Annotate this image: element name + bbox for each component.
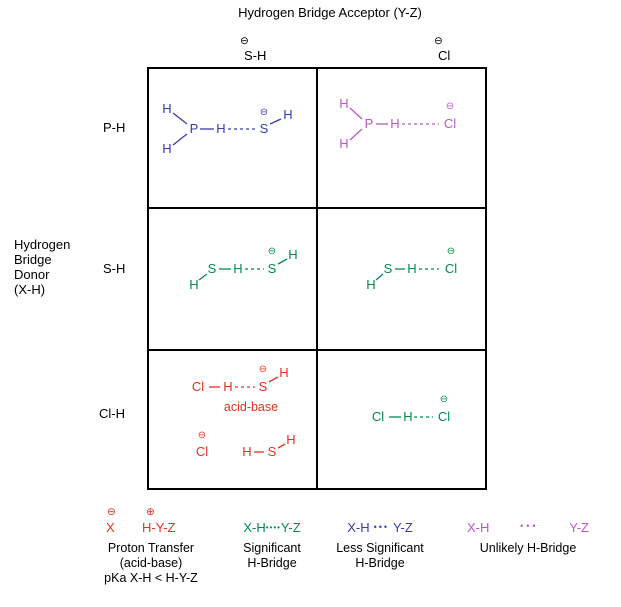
cell-ph-sh-structure: H H P H ⊖ S H xyxy=(162,101,292,156)
charge-minus-icon: ⊖ xyxy=(434,35,443,47)
legend-caption-line: Significant xyxy=(243,541,301,555)
atom-h: H xyxy=(223,379,232,394)
atom-s: S xyxy=(260,121,269,136)
atom-h: H xyxy=(339,136,348,151)
atom-cl: Cl xyxy=(196,444,208,459)
atom-s: S xyxy=(268,444,277,459)
grid-horizontal-divider xyxy=(147,207,487,209)
acceptor-axis-title: Hydrogen Bridge Acceptor (Y-Z) xyxy=(238,5,422,20)
legend-symbol-right: Y-Z xyxy=(280,520,301,535)
legend-caption-line: pKa X-H < H-Y-Z xyxy=(104,571,198,585)
charge-minus-icon: ⊖ xyxy=(240,35,249,47)
legend-significant-symbol: X-H••••Y-Z xyxy=(228,520,316,535)
atom-h: H xyxy=(162,101,171,116)
atom-s: S xyxy=(259,379,268,394)
atom-p: P xyxy=(190,121,199,136)
legend-less-significant-caption: Less Significant H-Bridge xyxy=(325,541,435,571)
charge-minus-icon: ⊖ xyxy=(198,430,206,441)
atom-s: S xyxy=(268,261,277,276)
legend-caption-line: H-Bridge xyxy=(355,556,405,570)
legend-symbol-right: Y-Z xyxy=(569,520,589,535)
atom-h: H xyxy=(390,116,399,131)
column-header-cl: Cl xyxy=(438,48,451,63)
column-header-sh: S-H xyxy=(244,48,267,63)
donor-axis-line: Donor xyxy=(14,267,50,282)
row-label-ph: P-H xyxy=(103,120,126,135)
atom-cl: Cl xyxy=(438,409,450,424)
atom-h: H xyxy=(279,365,288,380)
charge-minus-icon: ⊖ xyxy=(259,364,267,375)
donor-axis-line: (X-H) xyxy=(14,282,46,297)
atom-h: H xyxy=(216,121,225,136)
legend-proton-caption: Proton Transfer (acid-base) pKa X-H < H-… xyxy=(92,541,210,586)
legend-caption-line: (acid-base) xyxy=(119,556,183,570)
acid-base-caption: acid-base xyxy=(224,400,278,414)
grid-horizontal-divider xyxy=(147,349,487,351)
atom-s: S xyxy=(208,261,217,276)
h-bridge-dots-icon: •••• xyxy=(265,523,281,532)
legend-caption-line: Less Significant xyxy=(336,541,424,555)
atom-h: H xyxy=(366,277,375,292)
legend-unlikely-symbol: X-H ••• Y-Z xyxy=(467,520,589,535)
legend-symbol-left: X-H xyxy=(467,520,490,535)
legend-caption-line: Proton Transfer xyxy=(107,541,195,555)
legend-proton-x: X xyxy=(106,520,115,535)
h-bridge-dots-icon: ••• xyxy=(520,520,539,531)
atom-h: H xyxy=(283,107,292,122)
legend-significant-caption: Significant H-Bridge xyxy=(228,541,316,571)
atom-h: H xyxy=(162,141,171,156)
donor-axis-line: Bridge xyxy=(14,252,52,267)
grid-vertical-divider xyxy=(316,67,318,490)
atom-h: H xyxy=(288,247,297,262)
legend-unlikely-caption: Unlikely H-Bridge xyxy=(460,541,596,556)
legend-caption-line: H-Bridge xyxy=(247,556,297,570)
charge-minus-icon: ⊖ xyxy=(260,107,268,118)
atom-h: H xyxy=(233,261,242,276)
row-label-clh: Cl-H xyxy=(99,406,125,421)
atom-h: H xyxy=(189,277,198,292)
charge-minus-icon: ⊖ xyxy=(268,246,276,257)
charge-minus-icon: ⊖ xyxy=(447,246,455,257)
row-label-sh: S-H xyxy=(103,261,126,276)
atom-h: H xyxy=(403,409,412,424)
legend-less-significant-symbol: X-H•••Y-Z xyxy=(330,520,430,535)
atom-p: P xyxy=(365,116,374,131)
atom-cl: Cl xyxy=(372,409,384,424)
atom-cl: Cl xyxy=(445,261,457,276)
cell-ph-cl-structure: H H P H ⊖ Cl xyxy=(339,96,456,151)
cell-clh-sh-structure: Cl H ⊖ S H acid-base ⊖ Cl H S H xyxy=(192,364,296,459)
cell-sh-sh-structure: H S H ⊖ S H xyxy=(189,246,297,292)
atom-s: S xyxy=(384,261,393,276)
legend-proton-hyz: H-Y-Z xyxy=(142,520,176,535)
legend-symbol-left: X-H xyxy=(243,520,266,535)
atom-h: H xyxy=(407,261,416,276)
donor-axis-title: Hydrogen Bridge Donor (X-H) xyxy=(14,237,70,297)
atom-cl: Cl xyxy=(444,116,456,131)
charge-minus-icon: ⊖ xyxy=(107,506,116,518)
atom-h: H xyxy=(339,96,348,111)
h-bridge-dots-icon: ••• xyxy=(373,522,390,532)
cell-clh-cl-structure: Cl H ⊖ Cl xyxy=(372,394,450,424)
charge-plus-icon: ⊕ xyxy=(146,506,155,518)
legend-symbol-right: Y-Z xyxy=(393,520,413,535)
cell-sh-cl-structure: H S H ⊖ Cl xyxy=(366,246,457,292)
donor-axis-line: Hydrogen xyxy=(14,237,71,252)
charge-minus-icon: ⊖ xyxy=(440,394,448,405)
charge-minus-icon: ⊖ xyxy=(446,101,454,112)
legend-caption-line: Unlikely H-Bridge xyxy=(479,541,577,555)
legend-symbol-left: X-H xyxy=(347,520,370,535)
atom-h: H xyxy=(242,444,251,459)
atom-cl: Cl xyxy=(192,379,204,394)
atom-h: H xyxy=(286,432,295,447)
